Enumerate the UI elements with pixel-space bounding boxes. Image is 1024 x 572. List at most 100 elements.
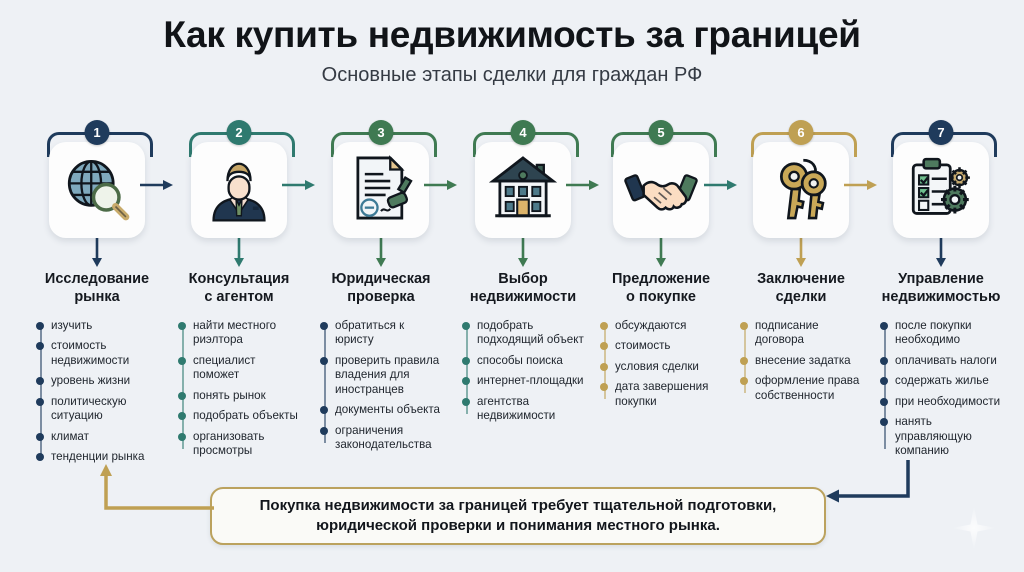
- clipboard-gears-icon: [904, 151, 978, 230]
- keys-icon: [764, 151, 838, 230]
- step-down-arrow: [740, 238, 862, 268]
- step-connector-arrow: [282, 178, 316, 192]
- bullet-connector-line: [466, 326, 468, 414]
- bullet-dot-icon: [462, 322, 470, 330]
- step-arc-wrap: 4: [462, 120, 584, 157]
- step-icon-card-5[interactable]: [613, 142, 709, 238]
- step-bullet: стоимость недвижимости: [36, 339, 158, 368]
- step-bullet: нанять управляющую компанию: [880, 415, 1002, 458]
- page-title: Как купить недвижимость за границей: [163, 14, 861, 55]
- bullet-dot-icon: [36, 397, 44, 406]
- step-icon-card-6[interactable]: [753, 142, 849, 238]
- step-bullet: подобрать подходящий объект: [462, 319, 584, 348]
- step-down-arrow: [462, 238, 584, 268]
- step-bullet-list: обратиться к юристу проверить правила вл…: [320, 319, 442, 453]
- bullet-text: проверить правила владения для иностранц…: [335, 353, 440, 396]
- step-bullet: интернет-площадки: [462, 374, 584, 388]
- document-stamp-icon: [344, 151, 418, 230]
- bullet-connector-line: [884, 326, 886, 449]
- step-number-badge-2: 2: [226, 120, 252, 145]
- step-icon-card-7[interactable]: [893, 142, 989, 238]
- bullet-dot-icon: [462, 397, 470, 406]
- step-icon-card-4[interactable]: [475, 142, 571, 238]
- step-arc-wrap: 5: [600, 120, 722, 157]
- bullet-dot-icon: [740, 377, 748, 386]
- step-bullet: политическую ситуацию: [36, 394, 158, 424]
- step-icon-card-3[interactable]: [333, 142, 429, 238]
- step-number-badge-7: 7: [928, 120, 954, 145]
- bullet-dot-icon: [880, 397, 888, 406]
- step-bullet: обратиться к юристу: [320, 319, 442, 348]
- bullet-dot-icon: [178, 432, 186, 441]
- step-bullet: найти местного риэлтора: [178, 319, 300, 348]
- bullet-text: политическую ситуацию: [51, 394, 127, 423]
- sparkle-icon: [952, 506, 996, 550]
- step-bullet-list: подписание договора внесение задатка офо…: [740, 319, 862, 403]
- step-bullet: оплачивать налоги: [880, 354, 1002, 368]
- step-arc-wrap: 7: [880, 120, 1002, 157]
- step-icon-card-1[interactable]: [49, 142, 145, 238]
- bullet-connector-line: [604, 326, 606, 400]
- step-bullet: ограничения законодательства: [320, 423, 442, 453]
- bullet-text: специалист поможет: [193, 353, 256, 382]
- bullet-text: после покупки необходимо: [895, 319, 972, 347]
- bullet-dot-icon: [320, 356, 328, 365]
- step-bullet-list: найти местного риэлтора специалист помож…: [178, 319, 300, 459]
- bullet-dot-icon: [600, 342, 608, 351]
- bullet-dot-icon: [880, 377, 888, 386]
- bullet-text: ограничения законодательства: [335, 423, 432, 452]
- step-down-arrow: [178, 238, 300, 268]
- step-connector-arrow: [140, 178, 174, 192]
- bullet-text: подобрать объекты: [193, 409, 298, 423]
- step-number-badge-3: 3: [368, 120, 394, 145]
- bullet-text: при необходимости: [895, 394, 1001, 408]
- bullet-text: тенденции рынка: [51, 450, 145, 464]
- bullet-dot-icon: [36, 342, 44, 351]
- bullet-dot-icon: [36, 322, 44, 330]
- bullet-text: климат: [51, 429, 89, 443]
- bullet-dot-icon: [740, 356, 748, 365]
- bullet-text: дата завершения покупки: [615, 380, 709, 408]
- bullet-text: подобрать подходящий объект: [477, 319, 584, 347]
- bullet-text: подписание договора: [755, 319, 819, 347]
- bullet-text: условия сделки: [615, 359, 699, 373]
- step-connector-arrow: [704, 178, 738, 192]
- bullet-dot-icon: [36, 453, 44, 462]
- step-bullet: содержать жилье: [880, 374, 1002, 388]
- feedback-loop-left: [100, 464, 214, 510]
- step-down-arrow: [880, 238, 1002, 268]
- step-bullet: уровень жизни: [36, 374, 158, 388]
- step-arc-wrap: 3: [320, 120, 442, 157]
- step-bullet-list: после покупки необходимо оплачивать нало…: [880, 319, 1002, 459]
- bullet-text: оформление права собственности: [755, 374, 860, 402]
- step-icon-card-2[interactable]: [191, 142, 287, 238]
- bullet-text: обратиться к юристу: [335, 319, 405, 347]
- step-number-badge-5: 5: [648, 120, 674, 145]
- feedback-loop-right: [826, 460, 910, 503]
- bullet-dot-icon: [600, 322, 608, 330]
- bullet-dot-icon: [740, 322, 748, 330]
- step-down-arrow: [36, 238, 158, 268]
- bullet-text: стоимость: [615, 339, 671, 353]
- bullet-dot-icon: [320, 406, 328, 415]
- step-bullet: внесение задатка: [740, 354, 862, 368]
- step-bullet: тенденции рынка: [36, 450, 158, 464]
- step-bullet: стоимость: [600, 339, 722, 353]
- bullet-dot-icon: [36, 377, 44, 386]
- step-bullet: дата завершения покупки: [600, 380, 722, 409]
- step-bullet: при необходимости: [880, 394, 1002, 409]
- bullet-dot-icon: [178, 412, 186, 421]
- bullet-dot-icon: [880, 322, 888, 330]
- page-header: Как купить недвижимость за границей Осно…: [0, 0, 1024, 87]
- bullet-dot-icon: [36, 432, 44, 441]
